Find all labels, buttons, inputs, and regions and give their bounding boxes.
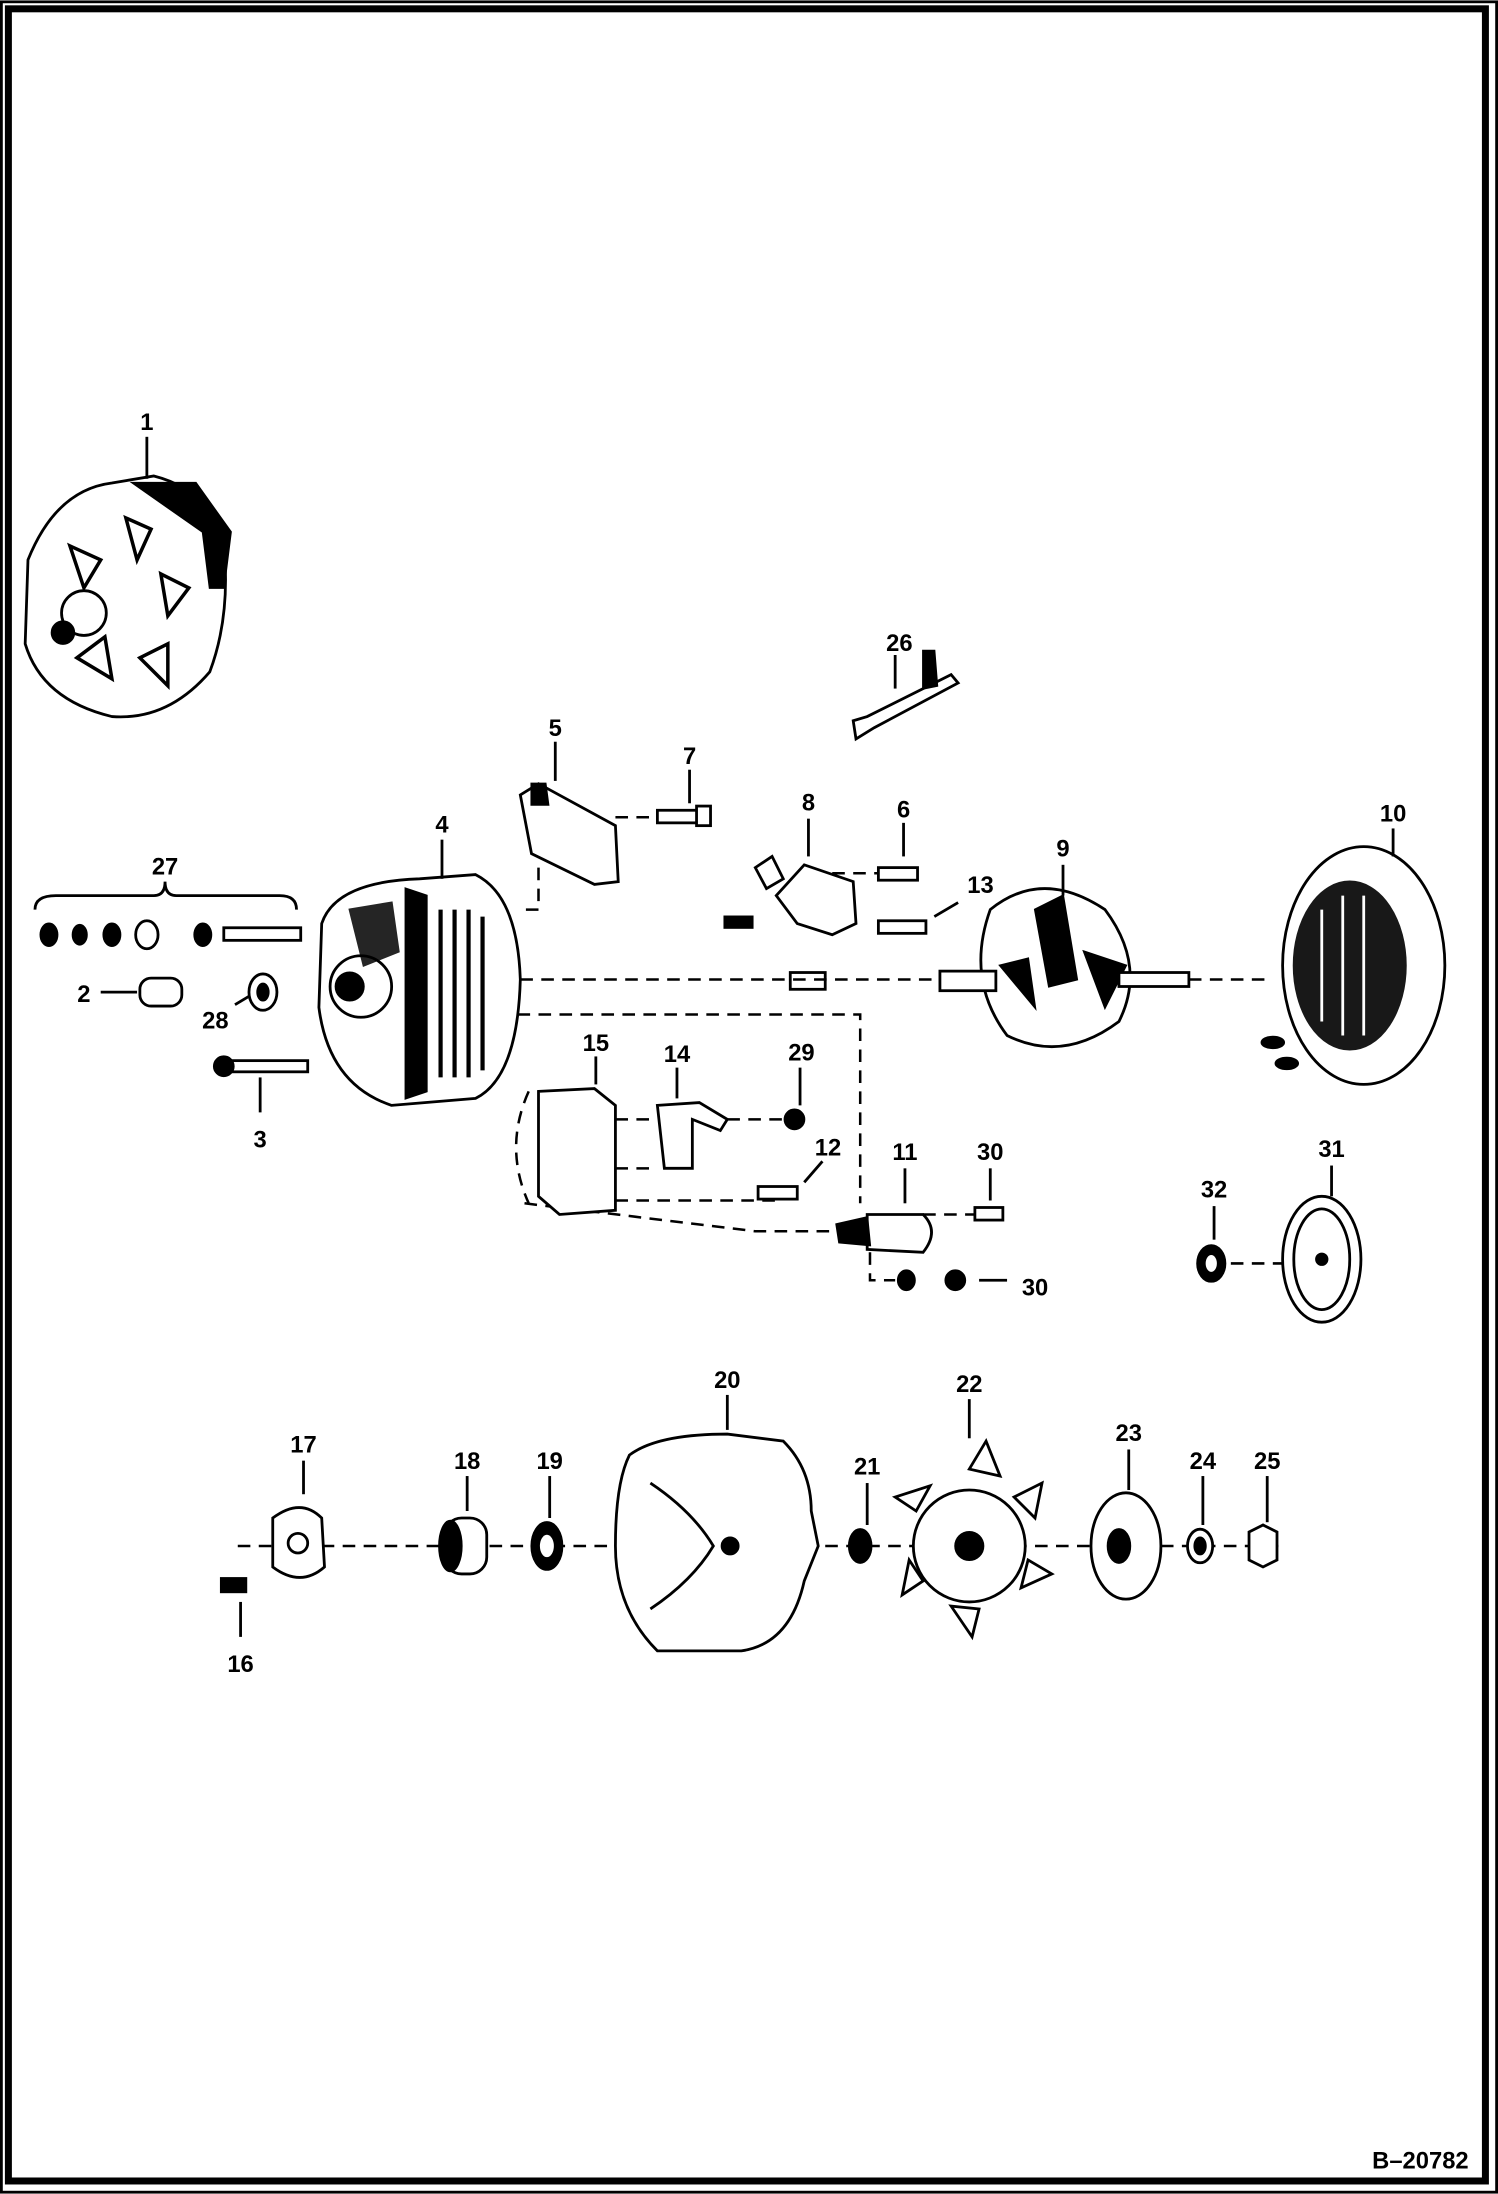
callout-31: 31 <box>1318 1136 1344 1163</box>
regulator <box>835 1168 1008 1292</box>
assembly-line <box>517 1013 862 1204</box>
alternator-assembly <box>23 436 232 719</box>
pulley <box>1196 1165 1363 1324</box>
slip-ring-end-frame <box>317 839 522 1107</box>
stator <box>1188 828 1447 1086</box>
callout-2: 2 <box>77 981 90 1008</box>
drawing-code: B–20782 <box>1372 2147 1468 2174</box>
callout-22: 22 <box>956 1371 982 1398</box>
pulley-nut-washer <box>1089 1449 1279 1601</box>
callout-20: 20 <box>714 1367 740 1394</box>
callout-21: 21 <box>854 1454 880 1481</box>
bearing <box>438 1476 564 1576</box>
callout-25: 25 <box>1254 1448 1280 1475</box>
regulator-bracket <box>518 741 712 886</box>
callout-19: 19 <box>536 1448 562 1475</box>
callout-14: 14 <box>664 1041 691 1068</box>
assembly-line <box>520 867 540 911</box>
callout-30-upper: 30 <box>977 1139 1003 1166</box>
assembly-line <box>524 1202 854 1233</box>
callout-17: 17 <box>290 1431 316 1458</box>
bushing <box>138 976 184 1008</box>
callout-12: 12 <box>815 1135 841 1162</box>
callout-4: 4 <box>435 812 449 839</box>
callout-9: 9 <box>1056 835 1069 862</box>
callout-3: 3 <box>254 1126 267 1153</box>
callout-15: 15 <box>583 1030 609 1057</box>
callout-13: 13 <box>967 872 993 899</box>
callout-30-lower: 30 <box>1022 1275 1048 1302</box>
callout-27: 27 <box>152 854 178 881</box>
callout-28: 28 <box>202 1007 228 1034</box>
callout-23: 23 <box>1116 1420 1142 1447</box>
callout-8: 8 <box>802 789 815 816</box>
spacer-and-fan <box>847 1399 1055 1641</box>
callout-24: 24 <box>1190 1448 1217 1475</box>
callout-18: 18 <box>454 1448 480 1475</box>
callout-10: 10 <box>1380 800 1406 827</box>
inner-frame <box>4 5 1489 2185</box>
callout-1: 1 <box>140 409 153 436</box>
callout-29: 29 <box>788 1040 814 1067</box>
callout-labels: 1 26 5 7 8 6 9 10 13 27 4 2 28 3 15 14 2… <box>77 409 1406 1678</box>
callout-16: 16 <box>227 1651 253 1678</box>
rotor <box>938 864 1191 1049</box>
callout-5: 5 <box>549 715 562 742</box>
bearing-retainer <box>219 1460 326 1637</box>
terminal-strap <box>851 649 961 742</box>
brush-holder <box>723 818 959 991</box>
callout-26: 26 <box>886 630 912 657</box>
hardware-kit <box>33 881 310 1113</box>
drive-end-frame <box>614 1394 820 1653</box>
rectifier-bridge <box>514 1056 824 1216</box>
callout-11: 11 <box>892 1139 917 1166</box>
callout-7: 7 <box>683 743 696 770</box>
callout-6: 6 <box>897 796 910 823</box>
callout-32: 32 <box>1201 1177 1227 1204</box>
